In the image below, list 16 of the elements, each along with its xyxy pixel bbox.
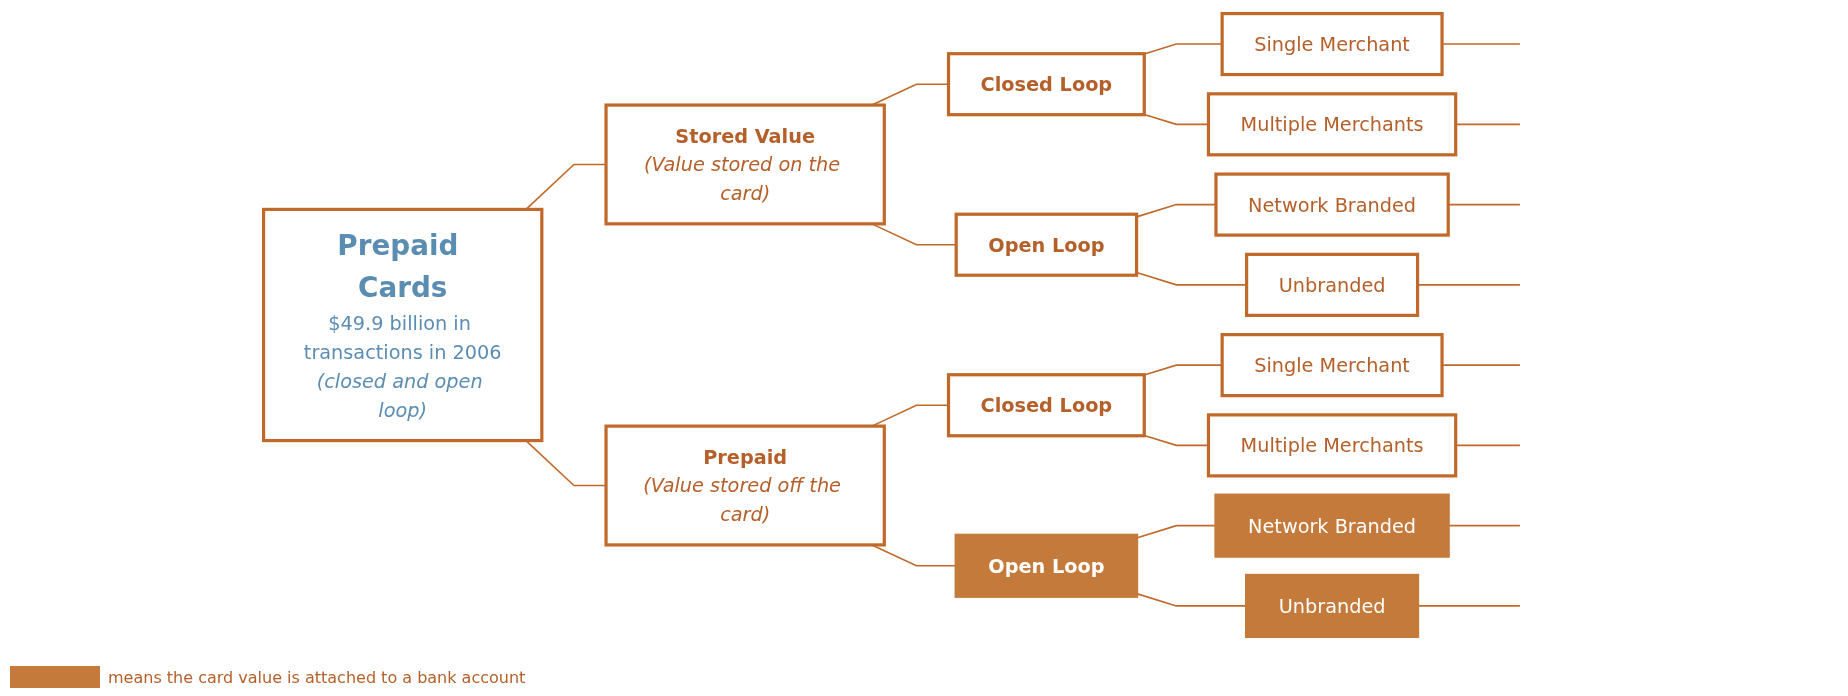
node-box: Single Merchant — [1220, 333, 1444, 398]
node-box: Multiple Merchants — [1207, 92, 1458, 157]
node-box: Closed Loop — [947, 373, 1146, 438]
node-box: Open Loop — [954, 212, 1139, 277]
node-box: Network Branded — [1214, 172, 1450, 237]
node-box: Prepaid (Value stored off the card) — [604, 424, 887, 547]
node-box: Open Loop — [954, 533, 1139, 598]
node-box: Stored Value (Value stored on the card) — [604, 103, 887, 226]
node-box: Closed Loop — [947, 52, 1146, 117]
node-box: Single Merchant — [1220, 11, 1444, 77]
legend-text: means the card value is attached to a bank account — [108, 667, 526, 687]
node-box: Network Branded — [1214, 493, 1450, 558]
node-box: Unbranded — [1245, 573, 1420, 639]
node-box: Multiple Merchants — [1207, 413, 1458, 478]
node-box: Unbranded — [1245, 252, 1420, 317]
node-box: Prepaid Cards $49.9 billion in transactions in 2006 (closed and open loop) — [262, 207, 544, 443]
